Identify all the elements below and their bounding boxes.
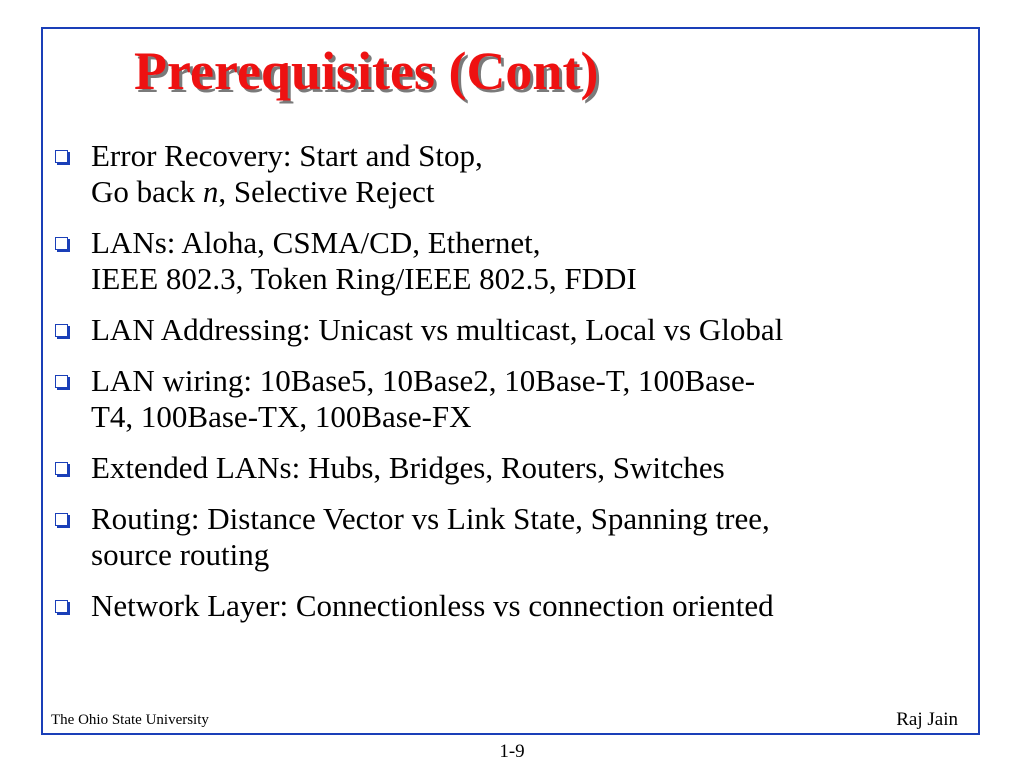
bullet-line: source routing (91, 537, 270, 572)
bullet-line: Extended LANs: Hubs, Bridges, Routers, S… (91, 450, 725, 485)
footer-institution: The Ohio State University (51, 712, 209, 728)
hollow-square-bullet-icon (55, 462, 68, 475)
bullet-item: LAN wiring: 10Base5, 10Base2, 10Base-T, … (53, 363, 983, 435)
hollow-square-bullet-icon (55, 324, 68, 337)
bullet-item: Network Layer: Connectionless vs connect… (53, 588, 983, 624)
bullet-line: LANs: Aloha, CSMA/CD, Ethernet, (91, 225, 541, 260)
page-number: 1-9 (499, 741, 525, 762)
hollow-square-bullet-icon (55, 600, 68, 613)
italic-variable: n (202, 174, 219, 209)
hollow-square-bullet-icon (55, 375, 68, 388)
bullet-item: Routing: Distance Vector vs Link State, … (53, 501, 983, 573)
bullet-line: Go back n, Selective Reject (91, 174, 435, 209)
bullet-line: LAN wiring: 10Base5, 10Base2, 10Base-T, … (91, 363, 756, 398)
bullet-line: Error Recovery: Start and Stop, (91, 138, 483, 173)
slide-title: Prerequisites (Cont) (134, 41, 599, 101)
bullet-item: Extended LANs: Hubs, Bridges, Routers, S… (53, 450, 983, 486)
bullet-line: Network Layer: Connectionless vs connect… (91, 588, 774, 623)
slide-frame (41, 27, 980, 735)
footer-author: Raj Jain (896, 709, 958, 730)
bullet-line: IEEE 802.3, Token Ring/IEEE 802.5, FDDI (91, 261, 637, 296)
bullet-list: Error Recovery: Start and Stop,Go back n… (53, 138, 983, 639)
bullet-item: LANs: Aloha, CSMA/CD, Ethernet,IEEE 802.… (53, 225, 983, 297)
hollow-square-bullet-icon (55, 513, 68, 526)
bullet-line: Routing: Distance Vector vs Link State, … (91, 501, 770, 536)
bullet-line: T4, 100Base-TX, 100Base-FX (91, 399, 472, 434)
hollow-square-bullet-icon (55, 237, 68, 250)
bullet-item: Error Recovery: Start and Stop,Go back n… (53, 138, 983, 210)
bullet-item: LAN Addressing: Unicast vs multicast, Lo… (53, 312, 983, 348)
hollow-square-bullet-icon (55, 150, 68, 163)
bullet-line: LAN Addressing: Unicast vs multicast, Lo… (91, 312, 784, 347)
